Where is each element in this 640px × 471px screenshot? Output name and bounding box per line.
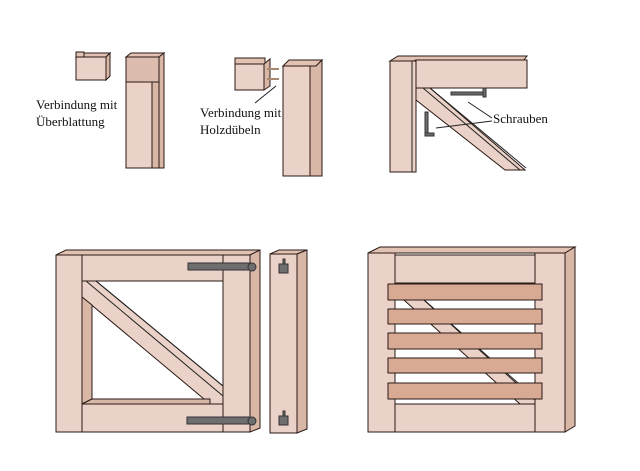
braced-gate-figure (55, 249, 308, 434)
screw-corner-figure (388, 55, 528, 173)
dowel-joint-figure (234, 57, 324, 177)
bottom-hinge (186, 416, 251, 425)
dowel-joint-label: Verbindung mit Holzdübeln (200, 104, 281, 138)
dowel-joint-label-line1: Verbindung mit (200, 105, 282, 120)
slatted-gate-figure (367, 246, 577, 433)
overlap-joint-label-line2: Überblattung (36, 114, 105, 129)
dowel-joint-label-line2: Holzdübeln (200, 122, 261, 137)
top-hinge (187, 262, 251, 271)
screws-label: Schrauben (493, 111, 548, 126)
overlap-joint-label-line1: Verbindung mit (36, 97, 118, 112)
overlap-joint-label: Verbindung mit Überblattung (36, 96, 117, 130)
overlap-joint-figure (74, 51, 166, 169)
